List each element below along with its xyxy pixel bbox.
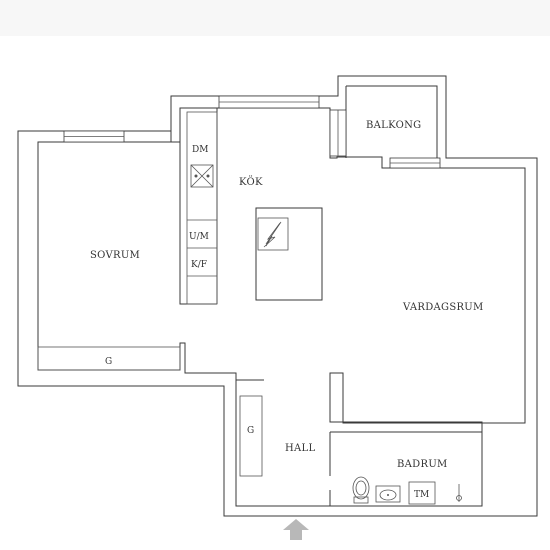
entrance (266, 515, 316, 540)
room-label-vardagsrum: VARDAGSRUM (402, 302, 484, 313)
room-labels: SOVRUM KÖK BALKONG VARDAGSRUM HALL BADRU… (90, 120, 484, 470)
windows (63, 95, 441, 169)
oven-micro-label: U/M (189, 232, 209, 242)
washing-machine: TM (408, 481, 436, 505)
cooktop-icon (257, 217, 289, 251)
shower-icon (456, 484, 462, 502)
inner-walls (37, 85, 526, 506)
dishwasher-label: DM (192, 145, 208, 155)
hall-wardrobe: G (239, 395, 263, 477)
room-label-sovrum: SOVRUM (90, 250, 140, 261)
room-label-hall: HALL (285, 443, 315, 454)
bedroom-wardrobe-label: G (105, 357, 112, 367)
room-label-badrum: BADRUM (397, 459, 448, 470)
bathroom-fixtures: TM (352, 476, 462, 505)
toilet-icon (352, 476, 370, 504)
kitchen-island (255, 207, 323, 301)
top-band (0, 0, 550, 36)
bedroom-wardrobe: G (37, 346, 181, 371)
washing-machine-label: TM (414, 490, 429, 500)
hall-wardrobe-label: G (247, 426, 254, 436)
room-label-balkong: BALKONG (366, 120, 421, 131)
stove-icon (190, 164, 214, 188)
kitchen-counter: DM U/M K/F (186, 111, 218, 305)
fridge-freezer-label: K/F (191, 260, 207, 270)
room-label-kok: KÖK (239, 176, 263, 188)
sink-icon (375, 485, 401, 503)
entrance-arrow-icon (283, 519, 309, 540)
